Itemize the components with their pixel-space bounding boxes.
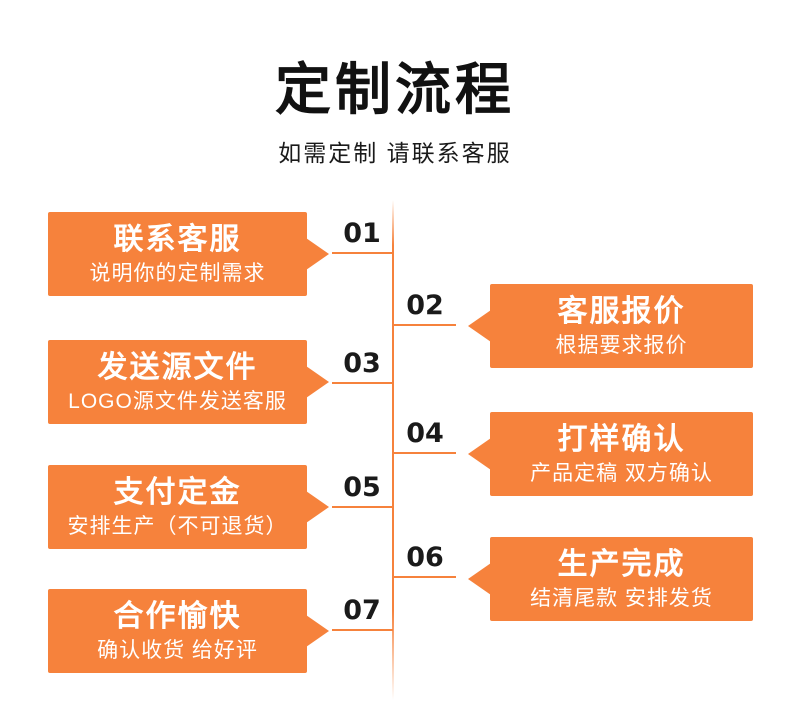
connector-line — [332, 252, 393, 254]
step-title: 联系客服 — [113, 222, 242, 256]
step-desc: 说明你的定制需求 — [89, 261, 266, 285]
page-title: 定制流程 — [275, 58, 515, 121]
step-number-2: 02 — [406, 290, 444, 321]
page-subtitle: 如需定制 请联系客服 — [278, 140, 512, 167]
step-number-7: 07 — [343, 595, 381, 626]
step-box-6: 生产完成 结清尾款 安排发货 — [468, 537, 753, 621]
step-title: 打样确认 — [557, 422, 686, 456]
connector-line — [394, 452, 456, 454]
step-number-6: 06 — [406, 542, 444, 573]
step-desc: 结清尾款 安排发货 — [530, 586, 713, 610]
step-desc: 安排生产（不可退货） — [67, 514, 288, 538]
step-box-5: 支付定金 安排生产（不可退货） — [48, 465, 329, 549]
connector-line — [394, 324, 456, 326]
connector-line — [394, 576, 456, 578]
arrow-right-icon — [306, 366, 329, 398]
step-number-4: 04 — [406, 418, 444, 449]
step-desc: 确认收货 给好评 — [97, 638, 258, 662]
step-title: 支付定金 — [113, 475, 242, 509]
step-box-7: 合作愉快 确认收货 给好评 — [48, 589, 329, 673]
step-box-3: 发送源文件 LOGO源文件发送客服 — [48, 340, 329, 424]
step-title: 发送源文件 — [97, 350, 258, 384]
step-desc: LOGO源文件发送客服 — [68, 389, 287, 413]
step-number-1: 01 — [343, 218, 381, 249]
arrow-left-icon — [468, 563, 491, 595]
step-title: 生产完成 — [557, 547, 686, 581]
arrow-left-icon — [468, 310, 491, 342]
arrow-right-icon — [306, 238, 329, 270]
timeline-line — [392, 200, 394, 700]
arrow-left-icon — [468, 438, 491, 470]
arrow-right-icon — [306, 491, 329, 523]
step-desc: 根据要求报价 — [555, 333, 688, 357]
step-number-5: 05 — [343, 472, 381, 503]
connector-line — [332, 382, 393, 384]
step-box-4: 打样确认 产品定稿 双方确认 — [468, 412, 753, 496]
header: 定制流程 如需定制 请联系客服 — [0, 58, 790, 168]
step-title: 合作愉快 — [113, 599, 242, 633]
step-box-2: 客服报价 根据要求报价 — [468, 284, 753, 368]
step-box-1: 联系客服 说明你的定制需求 — [48, 212, 329, 296]
connector-line — [332, 506, 393, 508]
connector-line — [332, 629, 393, 631]
step-title: 客服报价 — [557, 294, 686, 328]
step-desc: 产品定稿 双方确认 — [530, 461, 713, 485]
step-number-3: 03 — [343, 348, 381, 379]
arrow-right-icon — [306, 615, 329, 647]
